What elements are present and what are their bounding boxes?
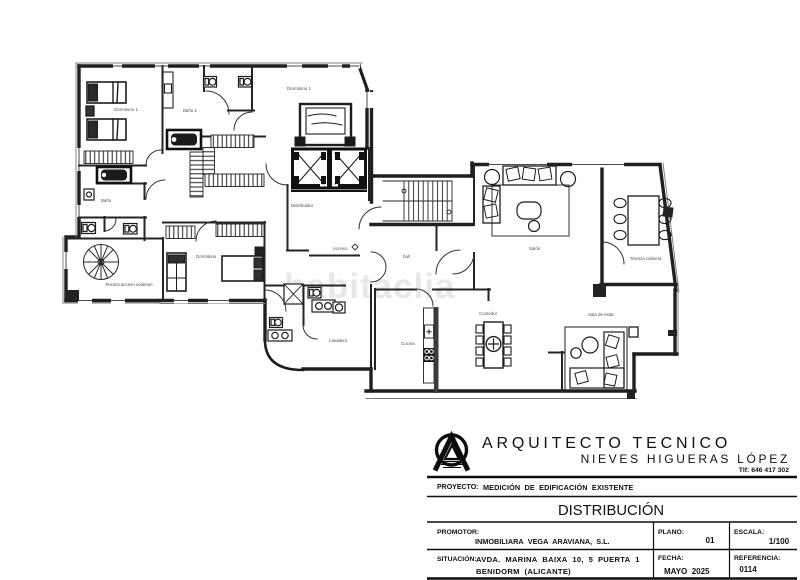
svg-text:Distribuidor: Distribuidor (291, 203, 314, 208)
svg-text:Comedor: Comedor (479, 311, 498, 316)
svg-text:Dormitorio: Dormitorio (196, 254, 217, 259)
svg-text:DISTRIBUCIÓN: DISTRIBUCIÓN (558, 502, 664, 519)
svg-text:01: 01 (705, 536, 715, 545)
svg-text:Terraza cubierta: Terraza cubierta (630, 256, 662, 261)
svg-text:PROMOTOR:: PROMOTOR: (437, 529, 479, 536)
svg-text:BENIDORM (ALICANTE): BENIDORM (ALICANTE) (476, 567, 571, 576)
svg-text::: : (476, 484, 478, 491)
svg-text:0114: 0114 (739, 565, 757, 574)
svg-text:Salón: Salón (529, 246, 541, 251)
svg-text:NIEVES HIGUERAS LÓPEZ: NIEVES HIGUERAS LÓPEZ (581, 451, 790, 466)
svg-text:Baño 1: Baño 1 (183, 108, 197, 113)
svg-text:MEDICIÓN DE EDIFICACIÓN EXI: MEDICIÓN DE EDIFICACIÓN EXISTENTE (483, 483, 633, 492)
svg-text:Baño 1: Baño 1 (270, 316, 284, 321)
svg-text:Cocina: Cocina (401, 341, 415, 346)
svg-text:Dormitorio 1: Dormitorio 1 (287, 86, 311, 91)
svg-text:hall: hall (403, 254, 410, 259)
svg-text:AVDA. MARINA BAIXA 10, 5: AVDA. MARINA BAIXA 10, 5 PUERTA 1 (476, 555, 640, 564)
svg-text:Dormitorio 1: Dormitorio 1 (114, 107, 138, 112)
svg-text:Baño: Baño (101, 198, 112, 203)
svg-text:PROYECTO: PROYECTO (437, 484, 477, 491)
svg-text:Lavadero: Lavadero (329, 338, 348, 343)
svg-text:1/100: 1/100 (769, 537, 790, 546)
svg-text:Acceso: Acceso (333, 246, 348, 251)
svg-text:Tlf: 646 417 302: Tlf: 646 417 302 (739, 467, 789, 474)
svg-text:INMOBILIARA VEGA ARAVIANA,: INMOBILIARA VEGA ARAVIANA, S.L. (475, 537, 610, 546)
svg-text:FECHA:: FECHA: (658, 555, 684, 562)
svg-text:REFERENCIA:: REFERENCIA: (734, 555, 780, 562)
svg-text:Terraza acceso solarium: Terraza acceso solarium (105, 282, 153, 287)
svg-text:PLANO:: PLANO: (658, 529, 684, 536)
svg-text:SITUACIÓN:: SITUACIÓN: (437, 554, 477, 563)
svg-text:ESCALA:: ESCALA: (734, 529, 764, 536)
svg-text:ARQUITECTO TECNICO: ARQUITECTO TECNICO (482, 435, 731, 452)
svg-text:Sala de estar: Sala de estar (588, 312, 614, 317)
svg-text:MAYO 2025: MAYO 2025 (664, 567, 710, 576)
